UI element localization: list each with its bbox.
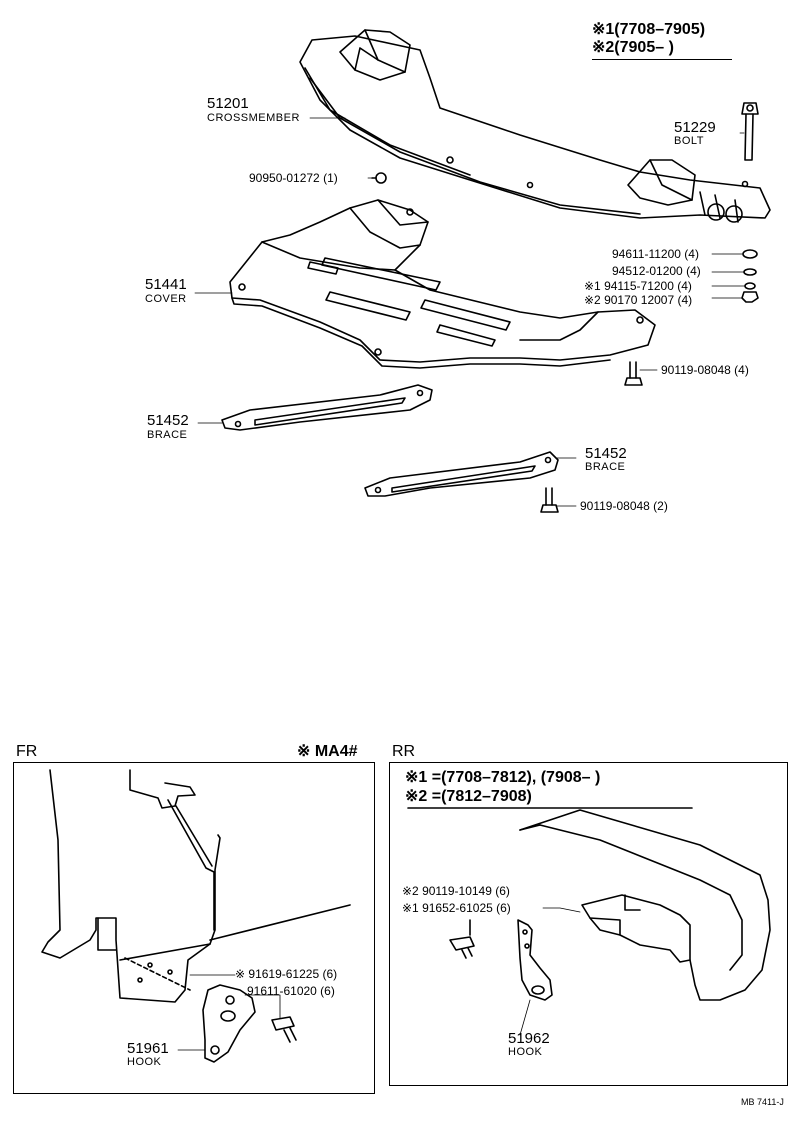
hardware-code-2: 94512-01200 (4) [612,264,701,278]
leader-lines-rr [519,907,581,1036]
brace-left-part-name: BRACE [147,429,188,441]
bolt-cover-drawing [624,361,643,386]
fr-hook-drawing [41,769,351,1063]
hardware-drawing [741,249,759,303]
rr-label: RR [392,743,416,760]
leader-lines-upper [194,117,746,507]
rr-code-1: ※2 90119-10149 (6) [402,884,510,898]
rr-code-2: ※1 91652-61025 (6) [402,901,511,915]
plug-drawing [375,172,387,184]
fr-hook-part-name: HOOK [127,1056,162,1068]
rr-frame [389,762,788,1086]
bolt-part-number: 51229 [674,119,716,136]
leader-lines-fr [177,974,281,1051]
brace-right-part-name: BRACE [585,461,626,473]
brace-left-part-number: 51452 [147,412,189,429]
bolt-brace-drawing [540,487,559,513]
fr-code-2: 91611-61020 (6) [247,984,335,998]
fr-label: FR [16,743,38,760]
legend-line-2: ※2(7905– ) [592,39,674,56]
fr-model-note: ※ MA4# [297,743,358,760]
cover-part-name: COVER [145,293,187,305]
rr-legend-1: ※1 =(7708–7812), (7908– ) [405,769,601,786]
rr-hook-drawing [407,807,771,1001]
plug-code: 90950-01272 (1) [249,171,338,185]
rr-hook-part-name: HOOK [508,1046,543,1058]
crossmember-part-name: CROSSMEMBER [207,112,300,124]
crossmember-part-number: 51201 [207,95,249,112]
brace-right-drawing [364,451,559,497]
cover-part-number: 51441 [145,276,187,293]
hardware-code-3: ※1 94115-71200 (4) [584,279,692,293]
cover-drawing [229,199,656,369]
brace-right-part-number: 51452 [585,445,627,462]
hardware-code-4: ※2 90170 12007 (4) [584,293,693,307]
hardware-code-1: 94611-11200 (4) [612,247,699,261]
bolt-51229-drawing [741,102,759,161]
rr-legend-2: ※2 =(7812–7908) [405,788,532,805]
brace-left-drawing [221,384,433,431]
legend-line-1: ※1(7708–7905) [592,21,706,38]
legend-underline [592,59,732,60]
crossmember-drawing [299,29,771,223]
footer-code: MB 7411-J [741,1097,784,1107]
bolt-part-name: BOLT [674,135,704,147]
bolt-brace-code: 90119-08048 (2) [580,499,668,513]
fr-frame [13,762,375,1094]
fr-code-1: ※ 91619-61225 (6) [235,967,338,981]
fr-hook-part-number: 51961 [127,1040,169,1057]
bolt-cover-code: 90119-08048 (4) [661,363,749,377]
rr-hook-part-number: 51962 [508,1030,550,1047]
